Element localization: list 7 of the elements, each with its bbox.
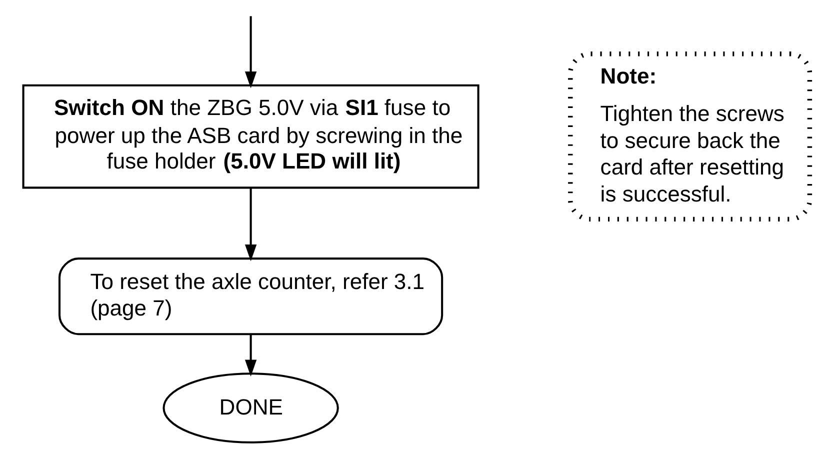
arrow [244, 334, 256, 376]
arrow [244, 16, 256, 88]
arrow [244, 188, 256, 262]
node-box: Switch ON the ZBG 5.0V via SI1 fuse to power up the ASB card by screwing in the fuse holder (5.0V LED will lit) [22, 84, 479, 189]
node-box: To reset the axle counter, refer 3.1 (page 7) [58, 258, 443, 336]
node-ellipse: DONE [162, 372, 338, 444]
node-box: Note: Tighten the screws to secure back the card after resetting is successful. [568, 52, 812, 222]
